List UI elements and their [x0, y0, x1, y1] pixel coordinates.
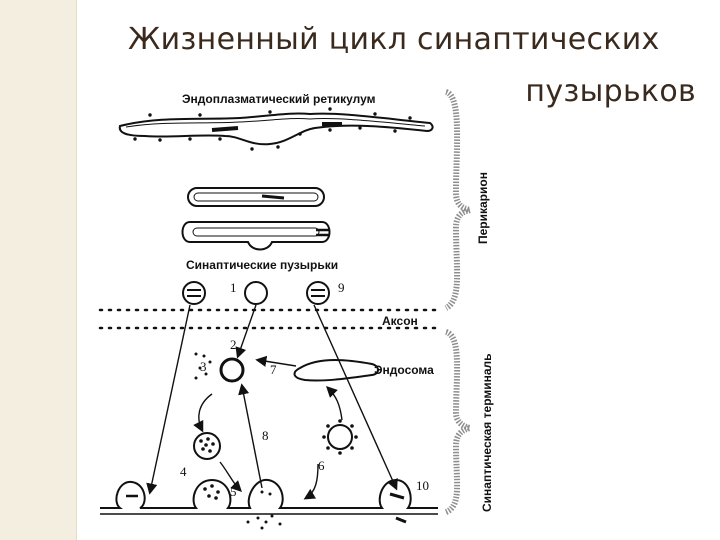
endosome — [293, 359, 379, 382]
step-1: 1 — [230, 280, 237, 295]
step-5: 5 — [230, 484, 237, 499]
step-7: 7 — [270, 362, 277, 377]
step-2: 2 — [230, 337, 237, 352]
step-6: 6 — [318, 458, 325, 473]
released-dots-step-3 — [194, 352, 212, 380]
step-10: 10 — [416, 478, 429, 493]
perikaryon-brace — [444, 89, 471, 311]
vesicle-1-empty — [244, 281, 268, 305]
perikaryon-label: Перикарион — [476, 172, 490, 244]
presynaptic-membrane — [100, 478, 438, 509]
golgi-cisterna-2 — [181, 221, 331, 251]
cycle-arrows — [146, 304, 398, 500]
vesicle-filled — [193, 432, 221, 460]
vesicle-1-left — [182, 281, 206, 305]
slide-title-line-1: Жизненный цикл синаптических — [128, 22, 660, 57]
axon-label: Аксон — [382, 314, 418, 328]
er-label: Эндоплазматический ретикулум — [182, 92, 376, 106]
vesicle-central — [219, 357, 245, 383]
step-8: 8 — [262, 428, 269, 443]
vesicle-9 — [306, 281, 330, 305]
docked-vesicles — [126, 484, 407, 530]
step-9: 9 — [338, 280, 345, 295]
coated-vesicle — [322, 419, 358, 455]
golgi-cisterna-1 — [187, 187, 325, 207]
step-3: 3 — [200, 359, 207, 374]
endosome-label: Эндосома — [374, 363, 434, 377]
synaptic-terminal-label: Синаптическая терминаль — [480, 353, 494, 512]
synaptic-terminal-brace — [444, 329, 471, 515]
axon-boundary — [98, 308, 442, 330]
slide-title-line-2: пузырьков — [525, 74, 696, 109]
synaptic-vesicles-label: Синаптические пузырьки — [186, 258, 338, 272]
step-4: 4 — [180, 464, 187, 479]
left-decorative-frame — [0, 0, 77, 540]
endoplasmic-reticulum — [118, 107, 434, 151]
